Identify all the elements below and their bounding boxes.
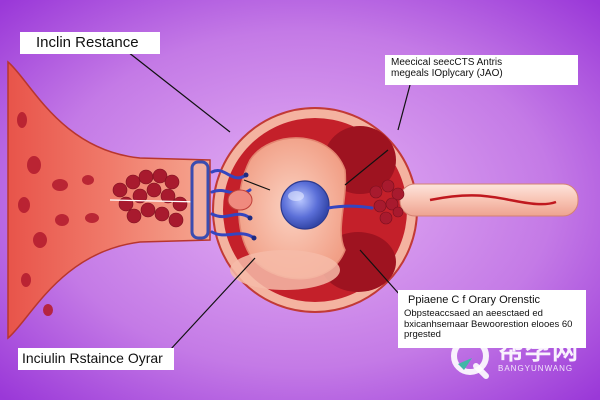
central-blue-core: [280, 180, 330, 230]
left-cell-cluster: [112, 168, 188, 228]
left-ring-connector: [190, 160, 210, 240]
tube-red-filament: [429, 194, 557, 206]
label-medical-effects-line2: megeals IOplycary (JAO): [391, 68, 503, 79]
core-highlight: [288, 191, 304, 201]
leader-lines: [127, 51, 411, 351]
label-ovary-description: Ppiaene C f Orary Orenstic Obpsteaccsaed…: [398, 290, 586, 348]
label-ovary-description-line3: bxicanhsemaar Bewoorestion elooes 60: [404, 318, 573, 330]
watermark-text: 帮孕网: [498, 336, 580, 366]
label-ovary-description-line1: Ppiaene C f Orary Orenstic: [408, 294, 541, 306]
label-ovary-description-line2: Obpsteaccsaed an aeesctaed ed: [404, 308, 543, 320]
right-cell-cluster: [369, 179, 405, 225]
label-ovary-description-line4: prgested: [404, 328, 441, 340]
watermark: 帮孕网 BANGYUNWANG: [448, 334, 598, 384]
label-medical-effects: Meecical seecCTS Antris megeals IOplycar…: [385, 55, 578, 85]
watermark-logo-icon: [451, 337, 489, 379]
left-tissue-cells: [17, 112, 99, 316]
label-insulin-resistance-ovary: Inciulin Rstaince Oyrar: [18, 348, 174, 370]
watermark-subtext: BANGYUNWANG: [498, 364, 574, 373]
lower-pink-membrane: [230, 250, 340, 290]
left-nodule: [227, 189, 253, 211]
right-tube: [399, 183, 579, 217]
left-flared-tissue: [7, 60, 211, 340]
label-medical-effects-line1: Meecical seecCTS Antris: [391, 57, 503, 68]
label-insulin-resistance: Inclin Restance: [20, 32, 160, 54]
left-axis-line: [109, 199, 201, 203]
